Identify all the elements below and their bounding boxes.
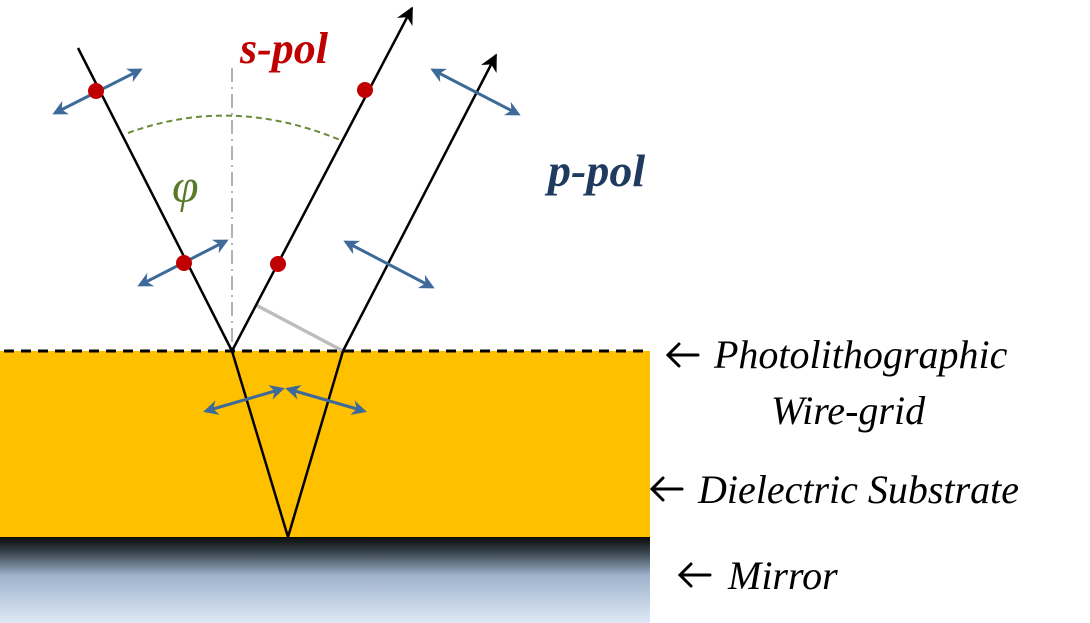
angle-arc bbox=[127, 114, 341, 141]
wire-grid-label-line2: Wire-grid bbox=[771, 388, 926, 433]
reflected-p-ray bbox=[341, 53, 498, 352]
mirror bbox=[0, 537, 650, 623]
p-pol-label: p-pol bbox=[544, 145, 645, 196]
dielectric-substrate bbox=[0, 351, 650, 537]
refracted-ray-down bbox=[230, 350, 290, 538]
path-difference-line bbox=[255, 303, 344, 353]
s-polarization-dot bbox=[176, 255, 192, 271]
s-polarization-dot bbox=[88, 83, 104, 99]
p-polarization-arrow bbox=[203, 385, 285, 415]
wire-grid-label-line1: Photolithographic bbox=[713, 332, 1008, 377]
angle-phi-label: φ bbox=[172, 160, 199, 213]
mirror-label: Mirror bbox=[727, 553, 838, 598]
refracted-ray-up bbox=[286, 350, 345, 538]
substrate-label: Dielectric Substrate bbox=[697, 467, 1019, 512]
s-polarization-dot bbox=[270, 256, 286, 272]
p-polarization-arrow bbox=[285, 385, 367, 415]
left-arrow-icon bbox=[677, 562, 712, 588]
left-arrow-icon bbox=[649, 476, 684, 502]
s-pol-label: s-pol bbox=[239, 24, 329, 73]
s-polarization-dot bbox=[357, 82, 373, 98]
reflected-s-ray bbox=[230, 6, 414, 352]
p-polarization-arrow bbox=[343, 240, 435, 289]
p-polarization-arrow bbox=[430, 68, 521, 116]
left-arrow-icon bbox=[665, 342, 700, 368]
